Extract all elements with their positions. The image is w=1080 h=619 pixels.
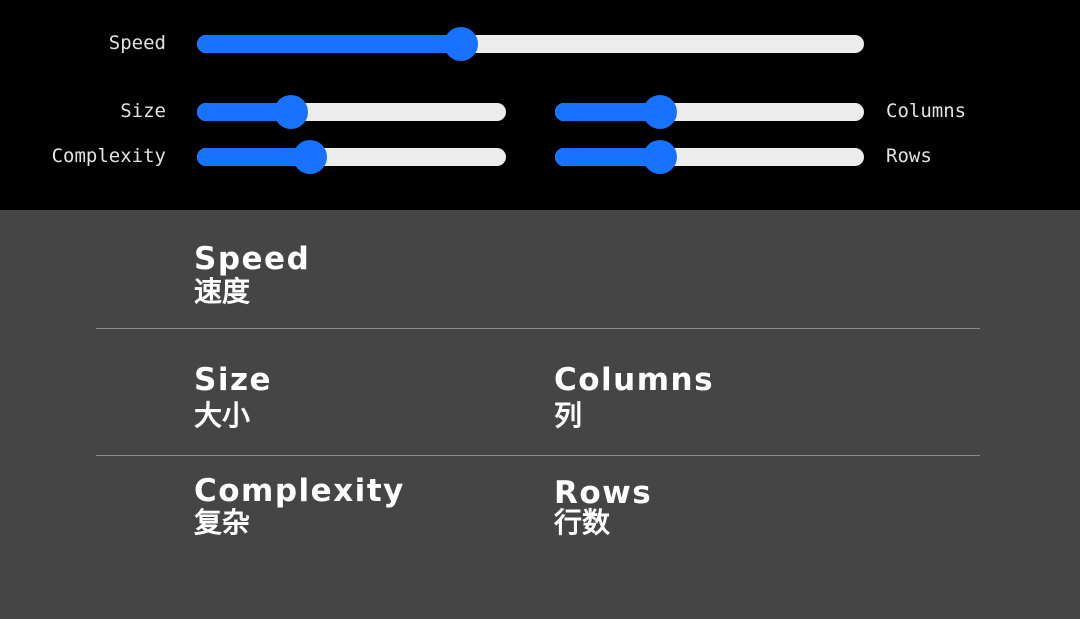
- columns-label: Columns: [886, 100, 967, 122]
- rows-slider[interactable]: [555, 140, 864, 174]
- legend-rows-title: Rows: [554, 475, 653, 511]
- speed-slider-fill: [197, 35, 461, 53]
- columns-slider[interactable]: [555, 95, 864, 129]
- legend-speed-translation: 速度: [194, 275, 251, 308]
- size-slider[interactable]: [197, 95, 506, 129]
- legend-columns-translation: 列: [554, 399, 583, 432]
- slider-panel: Speed Size Complexity Columns Rows: [0, 0, 1080, 210]
- complexity-slider[interactable]: [197, 140, 506, 174]
- rows-slider-fill: [555, 148, 660, 166]
- columns-slider-fill: [555, 103, 660, 121]
- legend-columns-title: Columns: [554, 362, 715, 398]
- legend-complexity-title: Complexity: [194, 473, 405, 509]
- complexity-label: Complexity: [51, 145, 166, 167]
- legend-rows-translation: 行数: [554, 506, 611, 539]
- legend-size-title: Size: [194, 362, 273, 398]
- rows-slider-thumb[interactable]: [643, 140, 677, 174]
- speed-label: Speed: [108, 32, 166, 54]
- columns-slider-thumb[interactable]: [643, 95, 677, 129]
- size-slider-fill: [197, 103, 291, 121]
- legend-size-translation: 大小: [194, 399, 251, 432]
- size-label: Size: [120, 100, 166, 122]
- legend-complexity-translation: 复杂: [194, 506, 251, 539]
- speed-slider[interactable]: [197, 27, 864, 61]
- legend-divider: [96, 455, 980, 456]
- speed-slider-thumb[interactable]: [443, 27, 478, 61]
- rows-label: Rows: [886, 145, 932, 167]
- legend-speed-title: Speed: [194, 241, 311, 277]
- size-slider-thumb[interactable]: [274, 95, 308, 129]
- legend-divider: [96, 328, 980, 329]
- complexity-slider-thumb[interactable]: [293, 140, 328, 174]
- complexity-slider-fill: [197, 148, 311, 166]
